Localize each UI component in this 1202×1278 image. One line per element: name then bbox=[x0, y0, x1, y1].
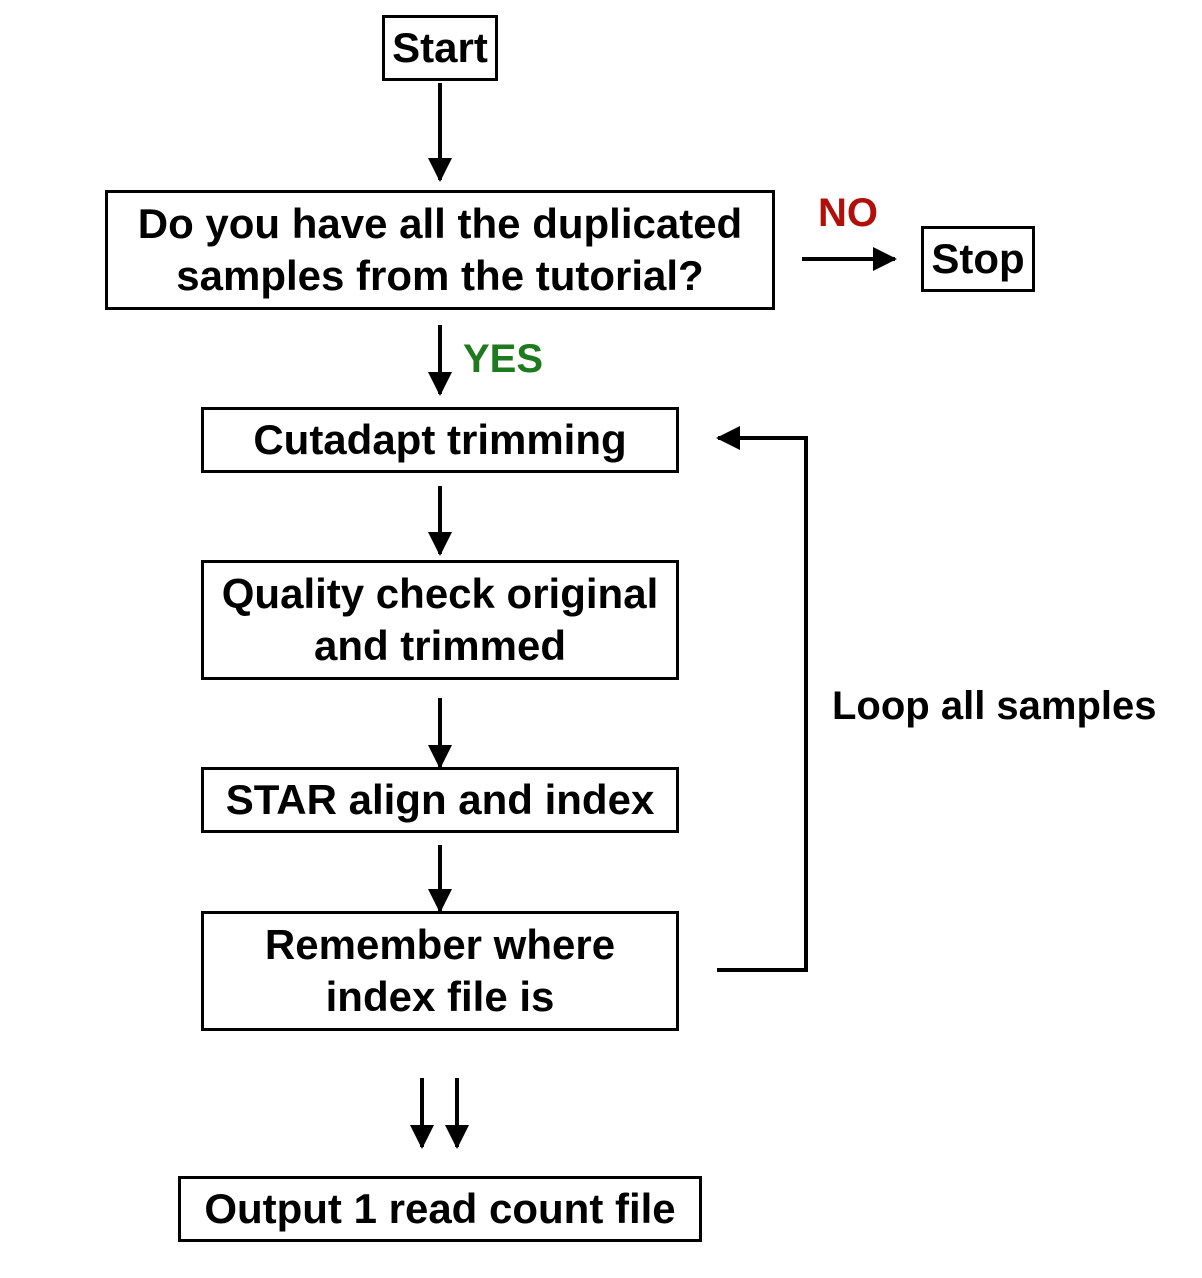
stop-label: Stop bbox=[931, 234, 1025, 282]
no-label: NO bbox=[818, 191, 878, 235]
decision-label: Do you have all the duplicated samples f… bbox=[137, 199, 743, 300]
star-align-node: STAR align and index bbox=[201, 767, 679, 833]
decision-node: Do you have all the duplicated samples f… bbox=[105, 190, 775, 310]
stop-node: Stop bbox=[921, 226, 1035, 292]
output-node: Output 1 read count file bbox=[178, 1176, 702, 1242]
loop-label: Loop all samples bbox=[832, 684, 1157, 728]
yes-label: YES bbox=[463, 337, 544, 381]
loop-arrow bbox=[716, 426, 808, 972]
remember-index-label: Remember where index file is bbox=[264, 920, 616, 1021]
cutadapt-label: Cutadapt trimming bbox=[253, 415, 627, 463]
cutadapt-node: Cutadapt trimming bbox=[201, 407, 679, 473]
output-label: Output 1 read count file bbox=[204, 1184, 676, 1232]
remember-index-node: Remember where index file is bbox=[201, 911, 679, 1031]
start-label: Start bbox=[392, 23, 488, 71]
start-node: Start bbox=[382, 15, 498, 81]
quality-check-label: Quality check original and trimmed bbox=[221, 569, 659, 670]
star-align-label: STAR align and index bbox=[225, 775, 655, 823]
quality-check-node: Quality check original and trimmed bbox=[201, 560, 679, 680]
